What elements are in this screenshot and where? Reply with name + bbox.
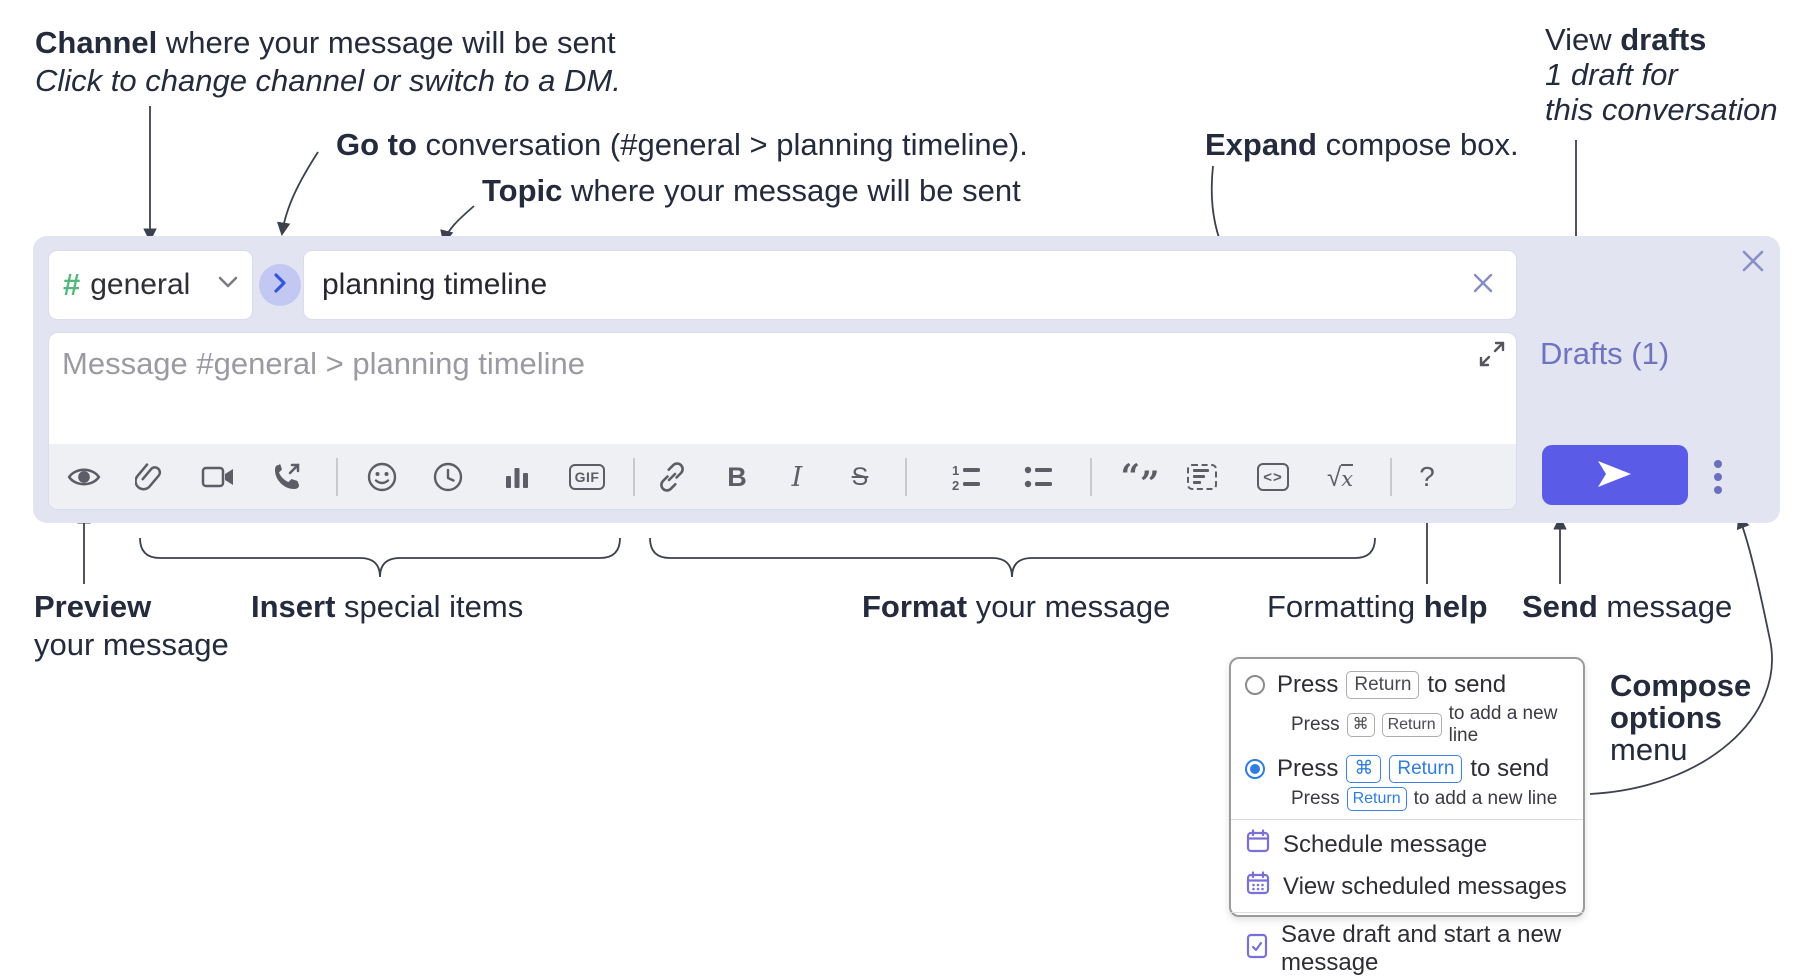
format-annotation: Format your message (862, 589, 1171, 624)
menu-option-cmd-enter-sends[interactable]: Press ⌘ Return to send (1245, 755, 1569, 783)
channel-name: general (90, 268, 191, 301)
video-call-icon[interactable] (196, 455, 240, 499)
poll-icon[interactable] (495, 455, 539, 499)
svg-text:2: 2 (952, 478, 959, 493)
clear-topic-button[interactable] (1468, 270, 1498, 300)
view-drafts-annotation: View drafts 1 draft for this conversatio… (1545, 22, 1778, 127)
overflow-dots-icon (1714, 460, 1722, 468)
kbd-return: Return (1346, 671, 1420, 699)
channel-hash-icon: # (63, 267, 81, 302)
clear-topic-icon (1471, 271, 1495, 300)
toolbar-divider (1090, 458, 1092, 496)
goto-annotation: Go to conversation (#general > planning … (336, 127, 1028, 162)
radio-unselected-icon[interactable] (1245, 675, 1265, 695)
send-button[interactable] (1542, 445, 1688, 505)
preview-eye-icon[interactable] (62, 455, 106, 499)
goto-arrow (276, 151, 319, 237)
kbd-cmd: ⌘ (1346, 713, 1375, 737)
quote-icon[interactable]: “” (1120, 457, 1160, 504)
compose-options-menu-button[interactable] (1714, 460, 1722, 494)
go-to-conversation-button[interactable] (259, 264, 301, 306)
code-icon[interactable]: <> (1251, 455, 1295, 499)
attach-paperclip-icon[interactable] (129, 455, 173, 499)
global-time-icon[interactable] (426, 455, 470, 499)
send-annotation: Send message (1522, 589, 1733, 624)
menu-option-enter-sends[interactable]: Press Return to send (1245, 671, 1569, 699)
menu-option-cmd-enter-sends-subtext: Press Return to add a new line (1291, 787, 1558, 811)
menu-divider (1231, 819, 1583, 820)
calendar-icon (1245, 828, 1271, 861)
menu-item-view-scheduled[interactable]: View scheduled messages (1245, 870, 1569, 903)
kbd-return: Return (1389, 755, 1463, 783)
topic-annotation: Topic where your message will be sent (482, 173, 1021, 208)
format-brace (649, 537, 1376, 578)
bulleted-list-icon[interactable] (1016, 455, 1060, 499)
page: { "annotations": { "channel_line1_bold":… (33, 22, 1780, 976)
menu-option-enter-sends-subtext: Press ⌘ Return to add a new line (1291, 703, 1558, 746)
radio-selected-icon[interactable] (1245, 759, 1265, 779)
toolbar-divider (336, 458, 338, 496)
expand-compose-button[interactable] (1476, 340, 1508, 372)
emoji-icon[interactable] (360, 455, 404, 499)
close-icon (1740, 248, 1766, 279)
kbd-return: Return (1381, 713, 1442, 737)
expand-icon (1478, 340, 1506, 373)
drafts-link[interactable]: Drafts (1) (1540, 336, 1670, 371)
voice-call-icon[interactable] (265, 455, 309, 499)
gif-icon[interactable]: GIF (565, 455, 609, 499)
toolbar-divider (633, 458, 635, 496)
send-plane-icon (1597, 460, 1633, 491)
channel-annotation: Channel where your message will be sent … (35, 25, 621, 98)
toolbar-divider (1390, 458, 1392, 496)
chevron-down-icon (218, 276, 238, 294)
compose-options-annotation: Compose options menu (1610, 668, 1752, 767)
spoiler-icon[interactable] (1180, 455, 1224, 499)
toolbar-divider (905, 458, 907, 496)
svg-text:1: 1 (952, 463, 959, 478)
message-placeholder: Message #general > planning timeline (62, 346, 586, 381)
link-icon[interactable] (650, 455, 694, 499)
save-draft-icon (1245, 933, 1269, 966)
preview-annotation: Preview your message (34, 589, 229, 662)
close-compose-button[interactable] (1737, 247, 1769, 279)
menu-item-schedule-message[interactable]: Schedule message (1245, 828, 1569, 861)
formatting-help-annotation: Formatting help (1267, 589, 1488, 624)
go-to-conversation-icon (273, 272, 287, 298)
compose-toolbar (49, 444, 1516, 509)
formatting-help-button[interactable]: ? (1419, 461, 1435, 492)
insert-brace (139, 537, 621, 578)
italic-icon[interactable]: I (791, 461, 803, 493)
calendar-scheduled-icon (1245, 870, 1271, 903)
topic-value: planning timeline (322, 268, 548, 301)
kbd-return: Return (1346, 787, 1407, 811)
strikethrough-icon[interactable]: S (851, 462, 869, 491)
insert-annotation: Insert special items (251, 589, 524, 624)
bold-icon[interactable]: B (727, 461, 747, 492)
menu-item-save-draft[interactable]: Save draft and start a new message (1245, 921, 1569, 977)
menu-divider (1231, 912, 1583, 913)
expand-annotation: Expand compose box. (1205, 127, 1519, 162)
kbd-cmd: ⌘ (1346, 755, 1382, 783)
channel-selector[interactable]: # general (48, 250, 253, 320)
math-icon[interactable]: √x (1326, 461, 1354, 492)
topic-input[interactable]: planning timeline (303, 250, 1517, 320)
compose-options-menu: Press Return to send Press ⌘ Return to a… (1229, 657, 1585, 976)
